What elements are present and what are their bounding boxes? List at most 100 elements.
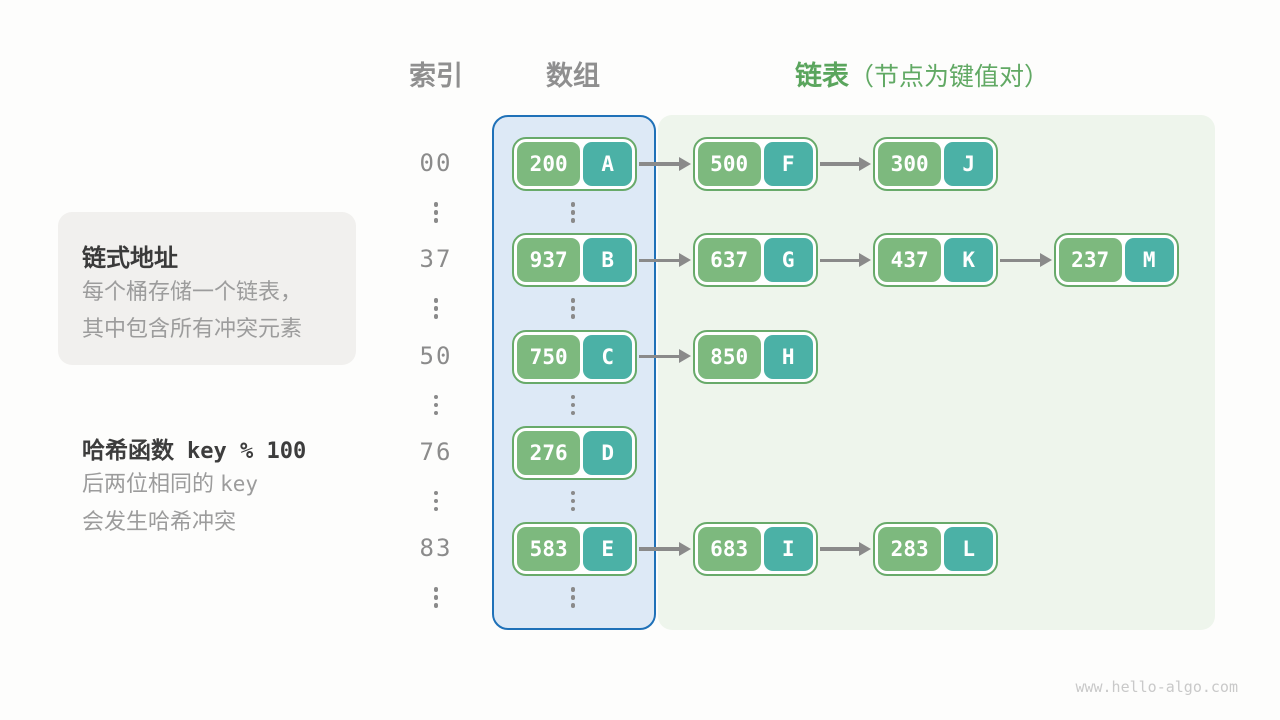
node-key: 750 — [517, 334, 581, 379]
hash-note-title-code: key % 100 — [187, 439, 307, 464]
ellipsis-dots — [433, 298, 439, 322]
node-key: 637 — [697, 238, 761, 283]
index-label: 37 — [419, 245, 453, 274]
index-column-header: 索引 — [409, 61, 463, 91]
node-value: K — [944, 238, 993, 283]
arrow-icon — [639, 349, 690, 363]
node-key: 200 — [517, 142, 581, 186]
info-box-title: 链式地址 — [82, 245, 178, 272]
dot — [433, 402, 438, 408]
arrow-icon — [639, 542, 690, 555]
dot — [570, 218, 575, 223]
ellipsis-dots — [433, 394, 439, 419]
dot — [570, 394, 575, 400]
node-value: A — [583, 142, 632, 186]
dot — [433, 498, 438, 504]
dot — [570, 603, 575, 608]
ellipsis-dots — [570, 202, 576, 226]
node-key: 583 — [517, 527, 581, 571]
info-box-line-1: 每个桶存储一个链表， — [82, 279, 303, 304]
node-key: 850 — [697, 334, 761, 379]
node-value: H — [763, 334, 813, 379]
node-value: M — [1124, 238, 1174, 283]
dot — [433, 202, 438, 207]
dot — [570, 595, 575, 600]
node-key: 300 — [878, 142, 942, 186]
dot — [433, 410, 438, 416]
dot — [433, 314, 438, 319]
dot — [570, 506, 575, 512]
index-label: 76 — [419, 437, 453, 466]
ellipsis-dots — [433, 202, 439, 226]
node-value: B — [583, 238, 632, 283]
dot — [433, 490, 438, 496]
arrow-icon — [819, 157, 871, 170]
node-key: 437 — [878, 238, 942, 283]
ellipsis-dots — [570, 298, 576, 322]
dot — [570, 587, 575, 592]
dot — [570, 314, 575, 319]
ellipsis-dots — [433, 490, 439, 515]
dot — [433, 218, 438, 223]
ellipsis-dots — [570, 490, 576, 515]
dot — [433, 587, 438, 592]
dot — [433, 306, 438, 311]
arrow-icon — [819, 253, 871, 266]
chaining-info-box: 链式地址 每个桶存储一个链表， 其中包含所有冲突元素 — [58, 212, 356, 365]
dot — [570, 298, 575, 303]
dot — [433, 210, 438, 215]
index-label: 50 — [419, 341, 453, 370]
list-column-header: 链表（节点为键值对） — [795, 54, 1049, 93]
node-value: D — [583, 430, 632, 475]
dot — [433, 506, 438, 512]
ellipsis-dots — [433, 587, 439, 611]
dot — [570, 410, 575, 416]
node-key: 683 — [697, 527, 761, 571]
hash-note-title: 哈希函数 key % 100 — [82, 431, 306, 465]
index-label: 83 — [419, 534, 453, 562]
dot — [570, 498, 575, 504]
dot — [570, 306, 575, 311]
dot — [570, 402, 575, 408]
node-value: G — [763, 238, 813, 283]
arrow-icon — [1000, 253, 1051, 266]
arrow-icon — [639, 253, 690, 266]
dot — [433, 298, 438, 303]
watermark: www.hello-algo.com — [1075, 678, 1238, 696]
node-key: 500 — [697, 142, 761, 186]
dot — [433, 595, 438, 600]
node-value: C — [583, 334, 632, 379]
list-label: 链表 — [795, 61, 849, 91]
hash-note-title-cjk: 哈希函数 — [82, 437, 174, 463]
node-key: 937 — [517, 238, 581, 283]
node-value: L — [944, 527, 993, 571]
arrow-icon — [639, 157, 690, 170]
dot — [433, 603, 438, 608]
array-column-header: 数组 — [546, 61, 600, 91]
node-key: 283 — [878, 527, 942, 571]
arrow-icon — [819, 542, 871, 555]
ellipsis-dots — [570, 394, 576, 419]
dot — [433, 394, 438, 400]
node-value: F — [763, 142, 813, 186]
ellipsis-dots — [570, 587, 576, 611]
node-value: I — [763, 527, 813, 571]
hash-note-line-2: 会发生哈希冲突 — [82, 509, 237, 534]
node-value: E — [583, 527, 632, 571]
list-note: （节点为键值对） — [849, 63, 1050, 91]
dot — [570, 490, 575, 496]
node-key: 237 — [1058, 238, 1122, 283]
dot — [570, 202, 575, 207]
hash-note-line1-cjk: 后两位相同的 — [82, 471, 215, 496]
